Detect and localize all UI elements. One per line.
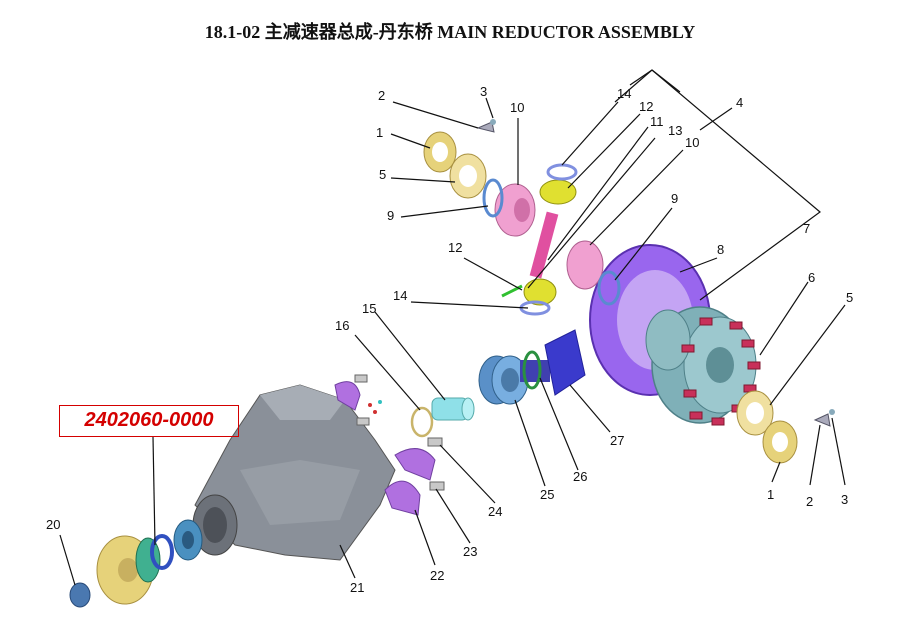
callout-2: 2 xyxy=(806,494,813,509)
callout-1: 1 xyxy=(376,125,383,140)
seal-ring xyxy=(150,534,174,570)
callout-8: 8 xyxy=(717,242,724,257)
callout-3: 3 xyxy=(841,492,848,507)
callout-4: 4 xyxy=(736,95,743,110)
callout-24: 24 xyxy=(488,504,502,519)
o-ring-part-16 xyxy=(410,406,434,438)
callout-27: 27 xyxy=(610,433,624,448)
part-number-callout: 2402060-0000 xyxy=(59,405,239,437)
callout-23: 23 xyxy=(463,544,477,559)
callout-21: 21 xyxy=(350,580,364,595)
callout-16: 16 xyxy=(335,318,349,333)
small-parts-near-16 xyxy=(368,400,382,414)
page-title: 18.1-02 主减速器总成-丹东桥 MAIN REDUCTOR ASSEMBL… xyxy=(204,22,696,42)
callout-13: 13 xyxy=(668,123,682,138)
callout-10: 10 xyxy=(685,135,699,150)
bearing-parts-5-1-lower xyxy=(736,390,798,464)
callout-6: 6 xyxy=(808,270,815,285)
pinion-shaft-part-11 xyxy=(529,211,559,279)
lock-parts-2-3-lower xyxy=(813,409,835,427)
callout-12: 12 xyxy=(448,240,462,255)
callout-25: 25 xyxy=(540,487,554,502)
pinion-part-27 xyxy=(520,329,586,396)
callout-5: 5 xyxy=(379,167,386,182)
bearing-near-flange xyxy=(173,519,203,561)
washer-part-14-upper xyxy=(546,163,578,181)
callout-10: 10 xyxy=(510,100,524,115)
lock-parts-2-3-upper xyxy=(476,119,496,133)
thrust-washer-part-9-lower xyxy=(597,270,621,306)
callout-labels: 2 3 1 10 5 9 14 12 11 13 10 4 9 12 8 7 6… xyxy=(46,84,853,595)
callout-22: 22 xyxy=(430,568,444,583)
callout-5: 5 xyxy=(846,290,853,305)
housing-part-21 xyxy=(192,384,396,561)
thrust-washer-part-9-upper xyxy=(482,178,504,218)
callout-15: 15 xyxy=(362,301,376,316)
callout-9: 9 xyxy=(387,208,394,223)
bearing-part-25 xyxy=(478,355,529,405)
bolt-parts-6 xyxy=(681,317,761,426)
callout-14: 14 xyxy=(617,86,631,101)
leader-lines xyxy=(59,69,846,586)
spacer-part-15 xyxy=(431,397,475,421)
callout-7: 7 xyxy=(803,221,810,236)
callout-20: 20 xyxy=(46,517,60,532)
callout-12: 12 xyxy=(639,99,653,114)
callout-1: 2 xyxy=(378,88,385,103)
side-gear-part-10-upper xyxy=(494,183,536,237)
callout-3: 3 xyxy=(480,84,487,99)
callout-11: 11 xyxy=(650,114,664,129)
bearing-cap-part-22 xyxy=(334,381,436,516)
side-gear-part-10-lower xyxy=(566,240,604,290)
callout-1: 1 xyxy=(767,487,774,502)
flange-part-20 xyxy=(69,535,161,608)
callout-26: 26 xyxy=(573,469,587,484)
callout-14: 14 xyxy=(393,288,407,303)
bearing-parts-1-5-upper xyxy=(423,131,487,199)
callout-9: 9 xyxy=(671,191,678,206)
